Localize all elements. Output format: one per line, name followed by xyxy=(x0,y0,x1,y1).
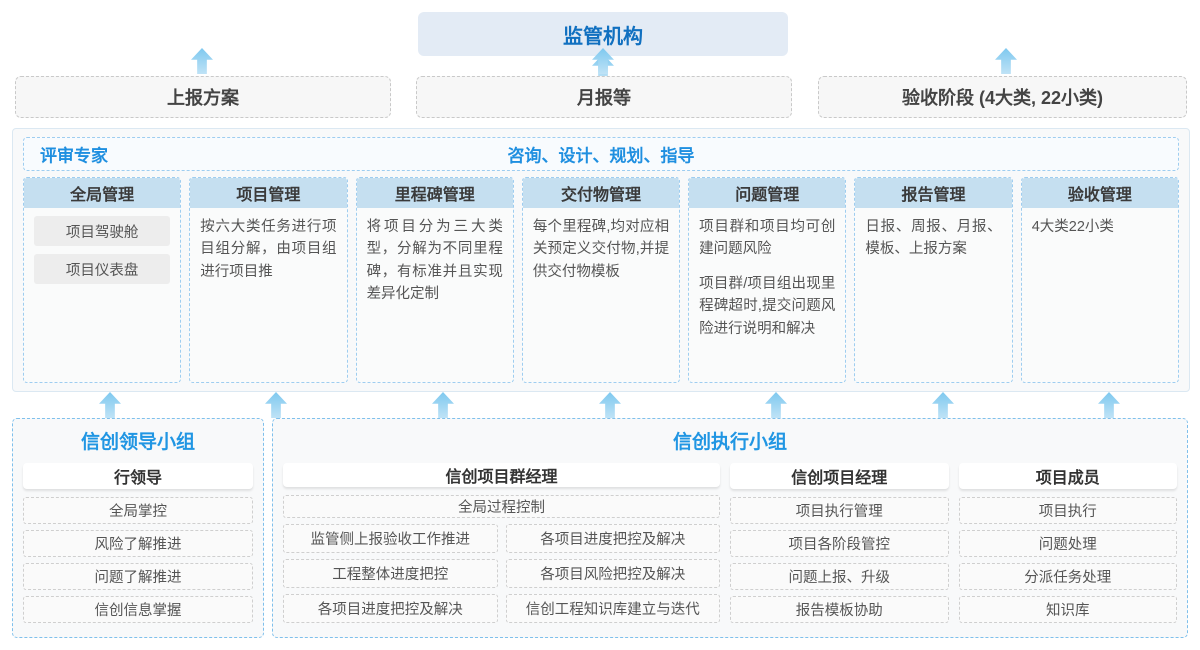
execution-group-title: 信创执行小组 xyxy=(672,432,787,453)
card-title: 项目管理 xyxy=(190,178,347,208)
duty-chip: 知识库 xyxy=(958,595,1177,623)
capability-card-report-management: 报告管理 日报、周报、月报、模板、上报方案 xyxy=(854,177,1013,383)
role-chip: 信创项目群经理 xyxy=(283,463,720,487)
channel-box-acceptance-stage: 验收阶段 (4大类, 22小类) xyxy=(818,76,1187,118)
card-title: 全局管理 xyxy=(24,178,181,208)
card-body: 日报、周报、月报、模板、上报方案 xyxy=(855,208,1011,382)
capability-card-issue-management: 问题管理 项目群和项目均可创建问题风险 项目群/项目组出现里程碑超时,提交问题风… xyxy=(688,177,847,383)
execution-group-inner: 信创项目群经理 全局过程控制 监管侧上报验收工作推进 各项目进度把控及解决 工程… xyxy=(283,463,1177,629)
band-header-center-label: 咨询、设计、规划、指导 xyxy=(507,146,695,166)
card-body: 项目群和项目均可创建问题风险 项目群/项目组出现里程碑超时,提交问题风险进行说明… xyxy=(689,208,845,382)
duty-chip: 各项目风险把控及解决 xyxy=(505,559,720,588)
card-title: 里程碑管理 xyxy=(356,178,513,208)
duty-row: 工程整体进度把控 各项目风险把控及解决 xyxy=(283,559,720,594)
duty-chip: 全局掌控 xyxy=(23,496,253,524)
card-paragraph: 4大类22小类 xyxy=(1031,219,1114,235)
platform-capability-band: 评审专家 咨询、设计、规划、指导 全局管理 项目驾驶舱 项目仪表盘 项目管理 按… xyxy=(12,128,1190,392)
capability-card-deliverable-management: 交付物管理 每个里程碑,均对应相关预定义交付物,并提供交付物模板 xyxy=(521,177,681,383)
band-header-left-label: 评审专家 xyxy=(40,146,108,166)
duty-chip: 问题处理 xyxy=(958,529,1177,557)
duty-chip: 风险了解推进 xyxy=(23,529,253,557)
leading-group-box: 信创领导小组 行领导 全局掌控 风险了解推进 问题了解推进 信创信息掌握 xyxy=(12,418,264,638)
arrow-up-to-card-1 xyxy=(99,392,121,418)
card-paragraph: 日报、周报、月报、模板、上报方案 xyxy=(865,219,1002,258)
role-chip: 项目成员 xyxy=(958,463,1177,489)
arrow-up-to-acceptance-stage xyxy=(995,48,1017,74)
channel-box-report-plan: 上报方案 xyxy=(15,76,391,118)
execution-column-project-member: 项目成员 项目执行 问题处理 分派任务处理 知识库 xyxy=(958,463,1177,629)
card-paragraph: 项目群和项目均可创建问题风险 xyxy=(699,219,836,258)
duty-row: 各项目进度把控及解决 信创工程知识库建立与迭代 xyxy=(283,594,720,629)
duty-chip: 项目执行 xyxy=(958,496,1177,524)
duty-chip: 项目执行管理 xyxy=(730,496,949,524)
card-title: 验收管理 xyxy=(1021,178,1178,208)
arrow-up-to-card-6 xyxy=(932,392,954,418)
role-chip: 信创项目经理 xyxy=(730,463,949,489)
duty-chip: 各项目进度把控及解决 xyxy=(283,594,498,623)
arrow-up-to-card-5 xyxy=(765,392,787,418)
execution-group-box: 信创执行小组 信创项目群经理 全局过程控制 监管侧上报验收工作推进 各项目进度把… xyxy=(272,418,1188,638)
card-paragraph: 按六大类任务进行项目组分解，由项目组进行项目推 xyxy=(200,219,337,280)
capability-card-milestone-management: 里程碑管理 将项目分为三大类型，分解为不同里程碑，有标准并且实现差异化定制 xyxy=(355,177,514,383)
arrow-up-to-card-3 xyxy=(432,392,454,418)
card-pill: 项目仪表盘 xyxy=(34,254,171,284)
card-paragraph: 每个里程碑,均对应相关预定义交付物,并提供交付物模板 xyxy=(532,219,670,280)
card-title: 报告管理 xyxy=(855,178,1012,208)
band-header: 评审专家 咨询、设计、规划、指导 xyxy=(23,137,1179,171)
channel-box-monthly-report: 月报等 xyxy=(416,76,792,118)
organization-band: 信创领导小组 行领导 全局掌控 风险了解推进 问题了解推进 信创信息掌握 信创执… xyxy=(12,418,1188,638)
card-body: 每个里程碑,均对应相关预定义交付物,并提供交付物模板 xyxy=(523,208,679,382)
duty-chip: 分派任务处理 xyxy=(958,562,1177,590)
duty-chip: 各项目进度把控及解决 xyxy=(505,524,720,553)
capability-card-global-management: 全局管理 项目驾驶舱 项目仪表盘 xyxy=(23,177,182,383)
arrow-up-to-card-4 xyxy=(599,392,621,418)
duty-chip: 工程整体进度把控 xyxy=(283,559,498,588)
duty-chip: 监管侧上报验收工作推进 xyxy=(283,524,498,553)
execution-column-project-manager: 信创项目经理 项目执行管理 项目各阶段管控 问题上报、升级 报告模板协助 xyxy=(730,463,949,629)
card-paragraph: 项目群/项目组出现里程碑超时,提交问题风险进行说明和解决 xyxy=(699,275,836,337)
execution-column-program-manager: 信创项目群经理 全局过程控制 监管侧上报验收工作推进 各项目进度把控及解决 工程… xyxy=(283,463,720,629)
card-paragraph: 将项目分为三大类型，分解为不同里程碑，有标准并且实现差异化定制 xyxy=(366,219,503,303)
duty-chip: 问题上报、升级 xyxy=(730,562,949,590)
leading-group-title: 信创领导小组 xyxy=(80,432,195,453)
card-title: 交付物管理 xyxy=(522,178,680,208)
arrow-up-to-card-2 xyxy=(265,392,287,418)
card-pill: 项目驾驶舱 xyxy=(34,216,171,246)
duty-row: 监管侧上报验收工作推进 各项目进度把控及解决 xyxy=(283,524,720,559)
role-chip: 行领导 xyxy=(23,463,253,489)
leading-group-column: 行领导 全局掌控 风险了解推进 问题了解推进 信创信息掌握 xyxy=(23,463,253,629)
arrow-up-to-card-7 xyxy=(1098,392,1120,418)
duty-chip: 报告模板协助 xyxy=(730,595,949,623)
arrow-up-to-report-plan xyxy=(191,48,213,74)
capability-card-list: 全局管理 项目驾驶舱 项目仪表盘 项目管理 按六大类任务进行项目组分解，由项目组… xyxy=(23,177,1179,383)
card-title: 问题管理 xyxy=(689,178,846,208)
card-body: 将项目分为三大类型，分解为不同里程碑，有标准并且实现差异化定制 xyxy=(357,208,513,382)
capability-card-project-management: 项目管理 按六大类任务进行项目组分解，由项目组进行项目推 xyxy=(189,177,348,383)
duty-chip: 全局过程控制 xyxy=(283,495,720,518)
duty-chip: 信创工程知识库建立与迭代 xyxy=(505,594,720,623)
duty-chip: 问题了解推进 xyxy=(23,562,253,590)
capability-card-acceptance-management: 验收管理 4大类22小类 xyxy=(1020,177,1179,383)
leading-group-inner: 行领导 全局掌控 风险了解推进 问题了解推进 信创信息掌握 xyxy=(23,463,253,629)
card-body: 按六大类任务进行项目组分解，由项目组进行项目推 xyxy=(190,208,346,382)
duty-chip: 项目各阶段管控 xyxy=(730,529,949,557)
card-body: 项目驾驶舱 项目仪表盘 xyxy=(24,208,180,382)
card-body: 4大类22小类 xyxy=(1022,208,1178,382)
duty-chip: 信创信息掌握 xyxy=(23,595,253,623)
